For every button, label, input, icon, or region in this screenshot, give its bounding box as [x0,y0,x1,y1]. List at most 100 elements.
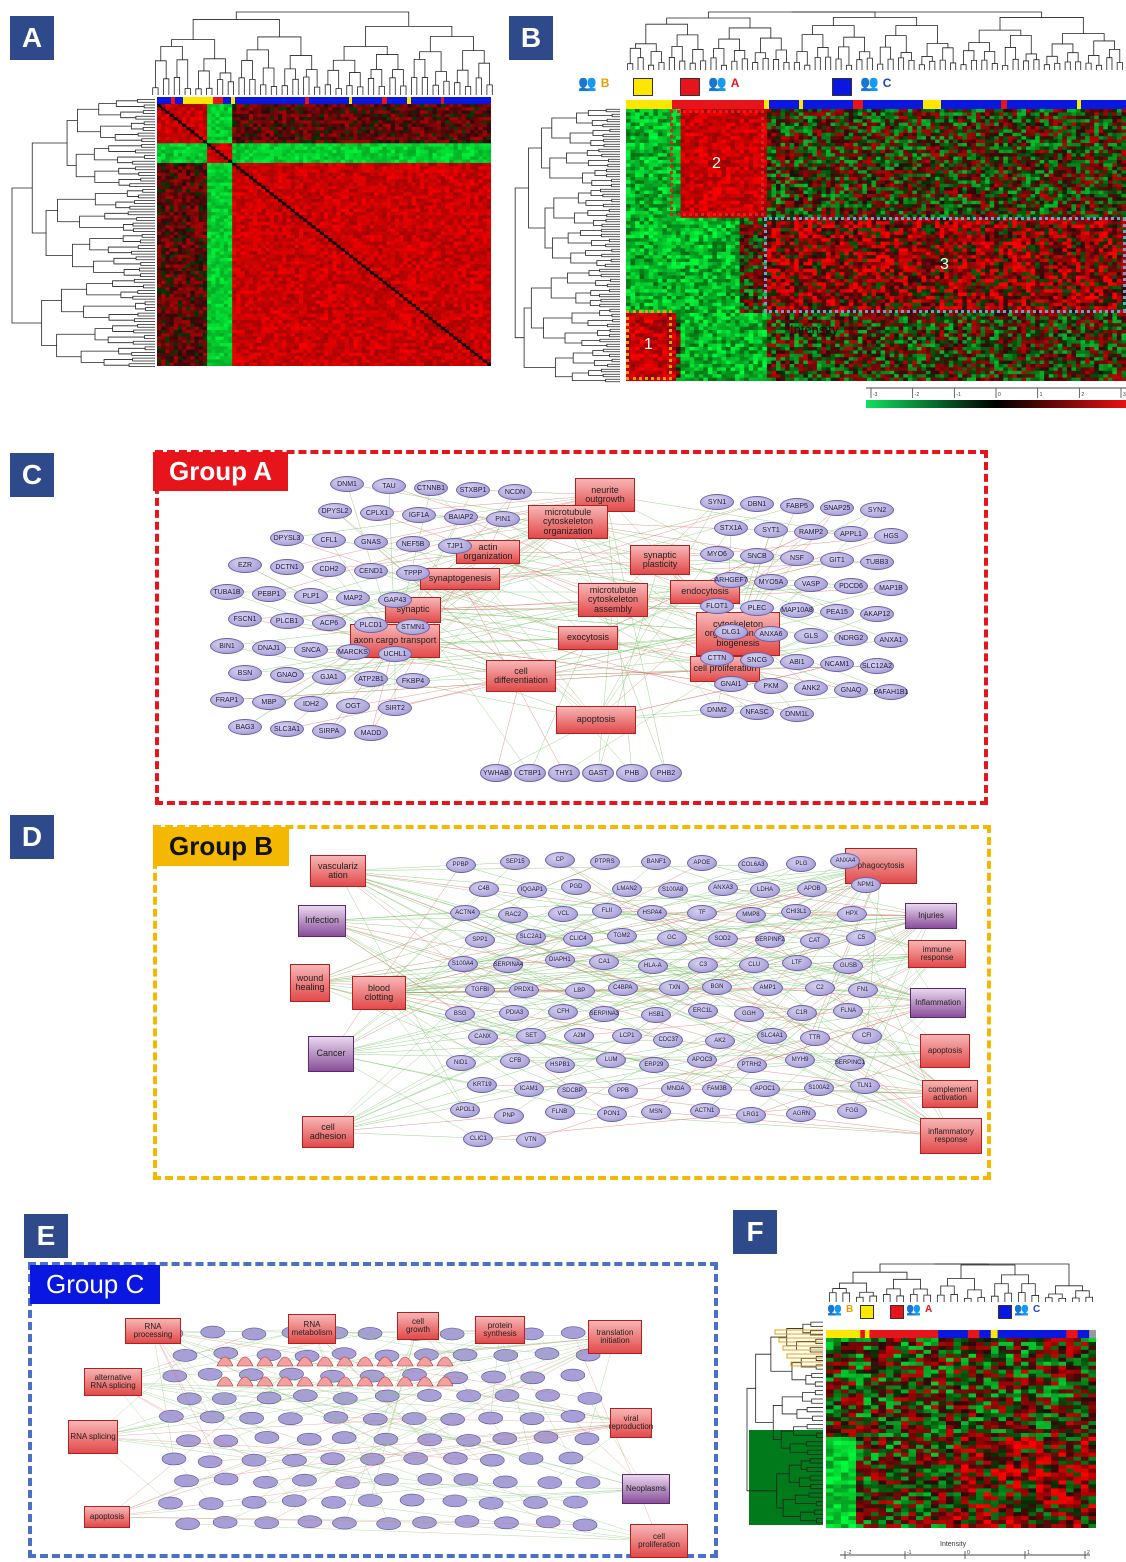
gene-node: MYO5A [754,574,788,590]
gene-node: CFB [500,1052,531,1069]
gene-node: CDH2 [312,561,346,577]
gene-node: FLNB [544,1104,575,1121]
gene-node: ANXA1 [874,632,908,648]
gene-node: S100A8 [657,882,688,899]
process-node: microtubule cytoskeleton assembly [578,583,648,617]
gene-node: SDCBP [557,1082,588,1099]
gene-node: GNAS [354,534,388,550]
gene-node: ABI1 [780,654,814,670]
gene-node: FAM3B [701,1081,732,1098]
people-icon: 👥 [860,75,879,92]
gene-node: AGRN [786,1106,817,1123]
gene-node: BGN [701,979,732,996]
gene-node: PDIA3 [499,1004,530,1021]
gene-node: CAT [799,932,830,949]
gene-node: VCL [548,906,579,923]
gene-node: PTRH2 [736,1057,767,1074]
gene-node: MAP10A8 [780,602,814,618]
gene-node: LRG1 [735,1107,766,1124]
gene-node: CANX [467,1028,498,1045]
gene-node: NID1 [445,1055,476,1072]
gene-node: PRDX1 [509,982,540,999]
gene-node: NFASC [740,704,774,720]
gene-node: GLS [794,628,828,644]
gene-node: STXBP1 [456,482,490,498]
legend-label-a: A [730,76,740,90]
gene-node: IGF1A [402,507,436,523]
gene-node: BIN1 [210,638,244,654]
gene-node: MYH9 [785,1052,816,1069]
gene-node: SET [516,1027,547,1044]
process-node: immune response [908,940,966,968]
gene-node: APOB [797,880,828,897]
gene-node: ACTN1 [689,1103,720,1120]
gene-node: BSN [228,665,262,681]
gene-node: COL6A3 [737,857,768,874]
gene-node: SLC3A1 [270,721,304,737]
gene-node: DCTN1 [270,559,304,575]
gene-node: ANXA3 [708,879,739,896]
gene-node: MAP2 [336,590,370,606]
cluster-label-3: 3 [940,256,949,273]
gene-node: LUM [596,1052,627,1069]
gene-node: SNCB [740,548,774,564]
gene-node: GIT1 [820,552,854,568]
group-b-title: Group B [153,827,289,866]
gene-node: S100A2 [803,1080,834,1097]
legend-square-blue [832,78,852,96]
process-node: apoptosis [920,1034,970,1068]
gene-node: PPB [607,1082,638,1099]
gene-node: PEBP1 [252,586,286,602]
gene-node: ANXA4 [830,853,861,870]
gene-node: SIRT2 [378,700,412,716]
gene-node: FLII [591,903,622,920]
gene-node: NCDN [498,484,532,500]
gene-node: GGH [733,1005,764,1022]
dendrogram-left-b [514,108,620,383]
gene-node: BAG3 [228,719,262,735]
gene-node: SNAP25 [820,500,854,516]
panel-label-a: A [10,16,54,60]
gene-node: CHI3L1 [781,904,812,921]
gene-node: SEP15 [500,854,531,871]
gene-node: TUBA1B [210,584,244,600]
people-icon: 👥 [708,75,727,92]
people-icon: 👥 [827,1302,842,1316]
cluster-label-1: 1 [644,336,653,353]
gene-node: CA1 [589,953,620,970]
gene-node: TTR [799,1029,830,1046]
process-node: Infection [298,905,346,937]
gene-node: FSCN1 [228,611,262,627]
gene-node: FLNA [833,1002,864,1019]
gene-node: CLIC4 [562,931,593,947]
gene-node: PLEC [740,600,774,616]
cluster-box-2 [670,110,764,216]
gene-node: IQGAP1 [516,881,547,898]
panel-label-f: F [733,1210,777,1254]
gene-node: SYN2 [860,502,894,518]
gene-node: SIRPA [312,723,346,739]
gene-node: TXN [659,979,690,996]
gene-node: SLC4A1 [756,1028,787,1045]
gene-node: IDH2 [294,696,328,712]
panel-label-d: D [10,815,54,859]
gene-node: TJP1 [438,538,472,554]
process-node: translation initiation [588,1320,642,1354]
legend-square-blue-f [998,1305,1012,1319]
panel-label-b: B [509,16,553,60]
intensity-overlay-text: Intensity [790,322,839,337]
gene-node: APOC1 [749,1080,780,1097]
gene-node: CFL1 [312,532,346,548]
gene-node: DNM1 [330,476,364,492]
gene-node: PLCB1 [270,613,304,629]
dendrogram-left-f [746,1321,823,1525]
gene-node: HSPA4 [637,905,668,922]
gene-node: VASP [794,576,828,592]
group-a-title: Group A [153,452,289,491]
gene-node: DNM2 [700,702,734,718]
gene-node: C1R [786,1004,817,1021]
gene-node: NCAM1 [820,656,854,672]
gene-node: C2 [804,980,835,997]
legend-label-b-f: B [845,1303,854,1315]
gene-node: SLC12A2 [860,658,894,674]
